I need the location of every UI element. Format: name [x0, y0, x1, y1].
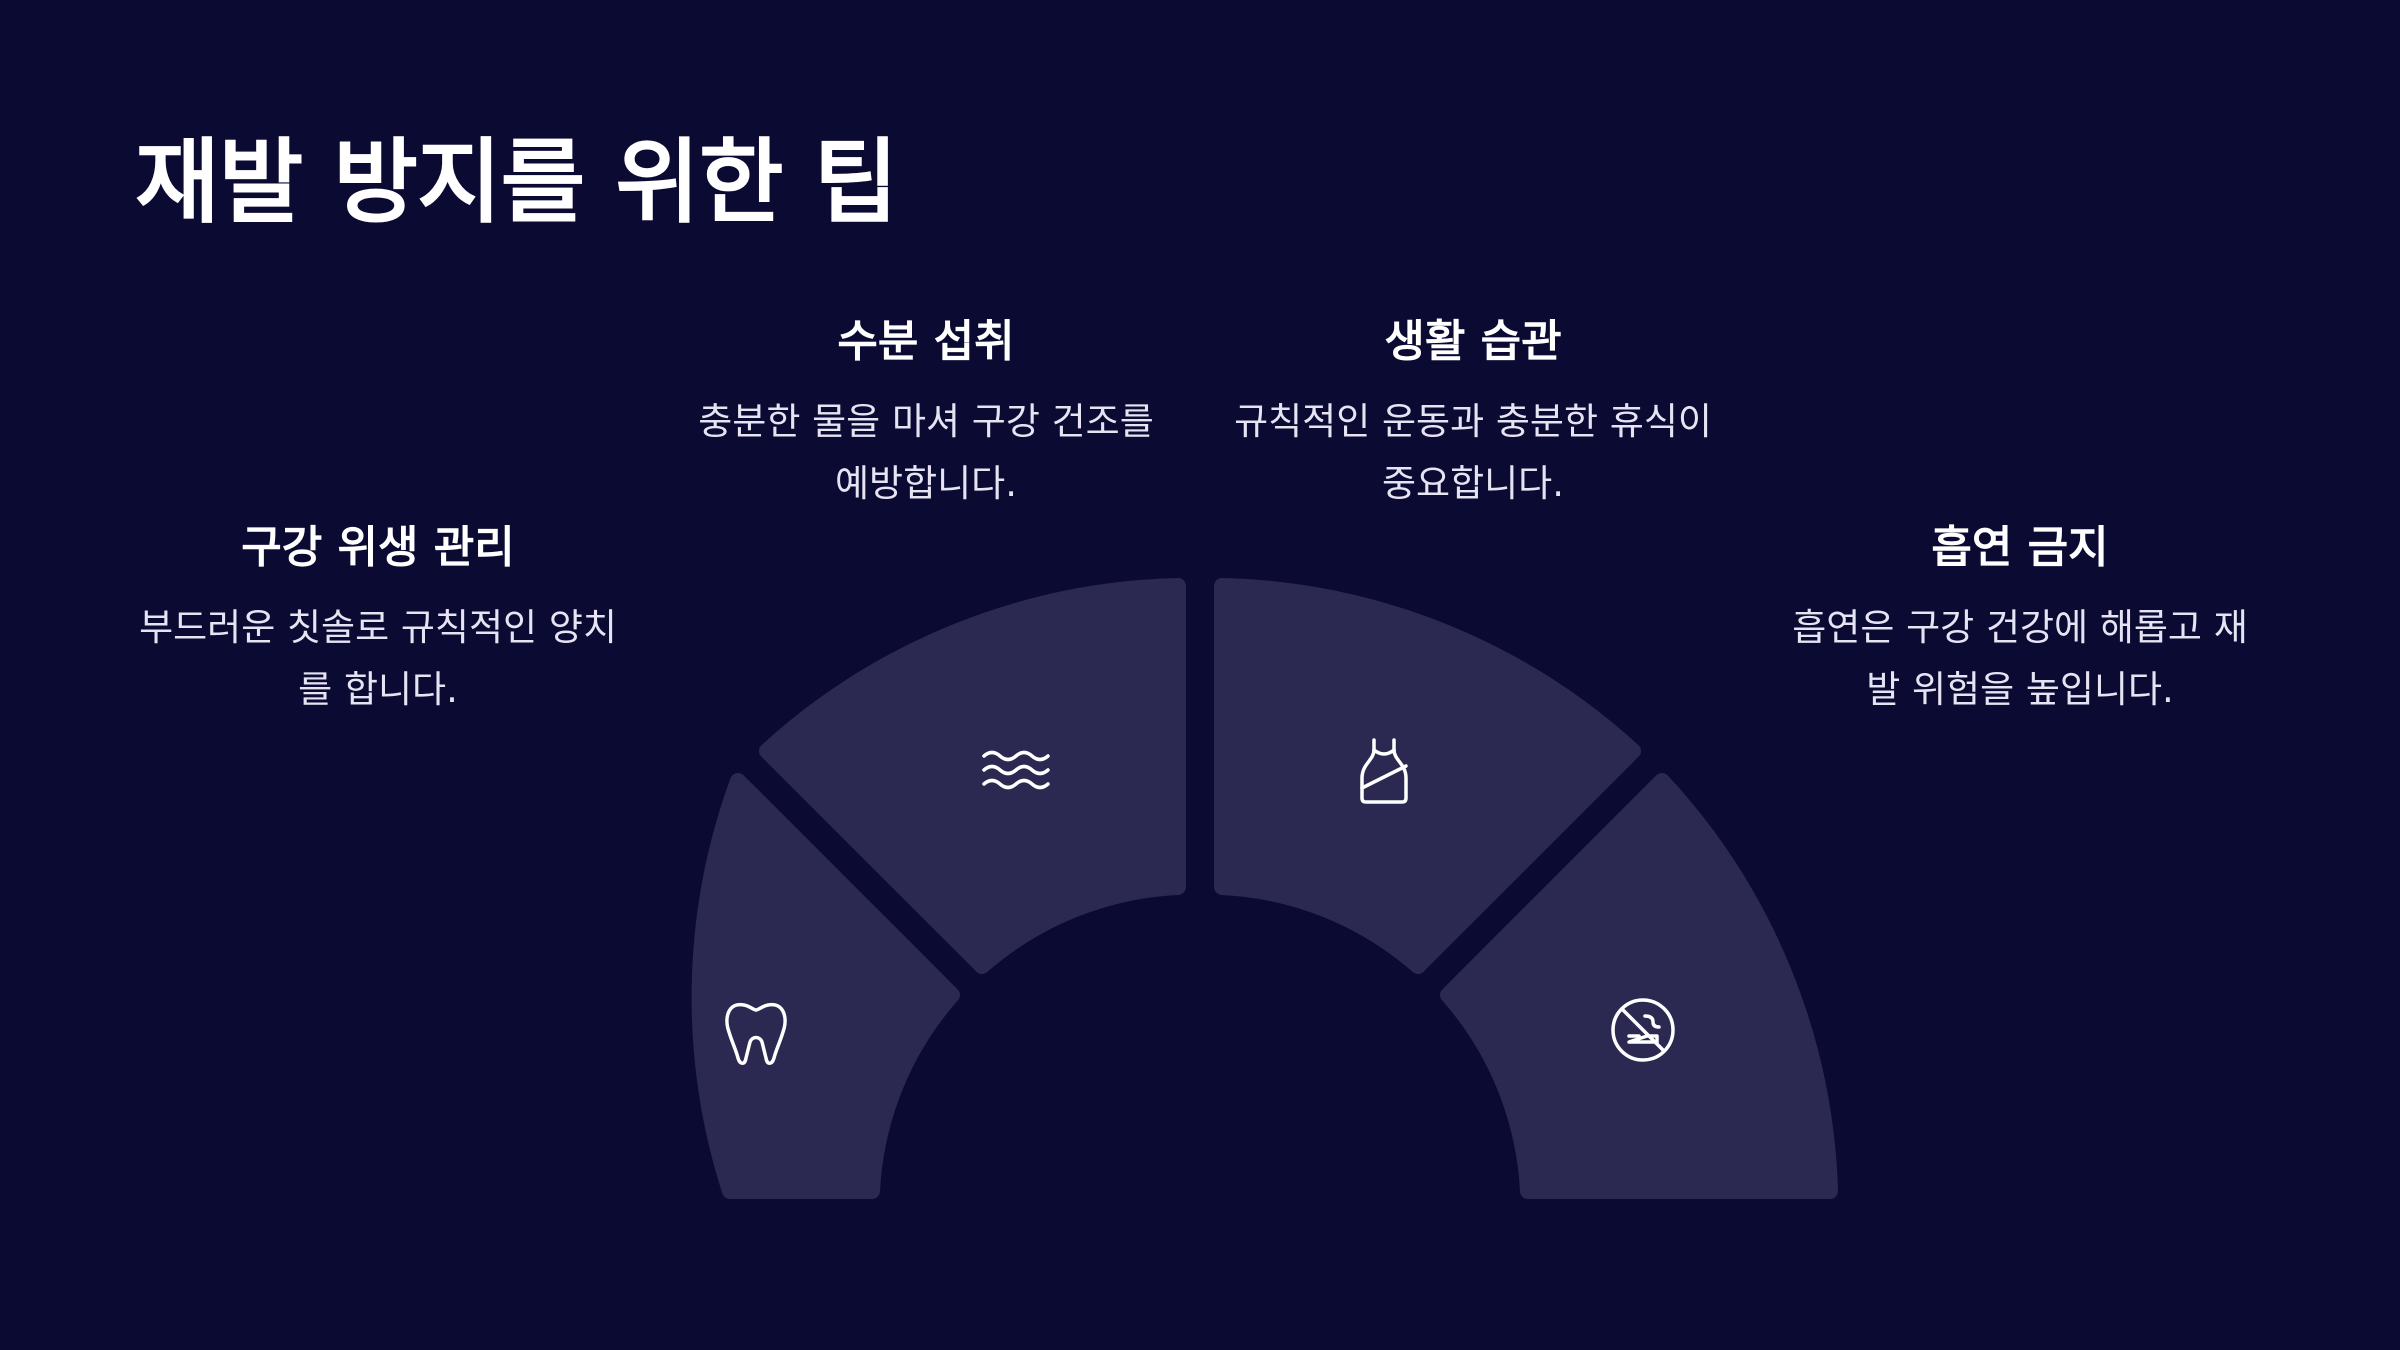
no-smoking-icon: [1611, 998, 1675, 1062]
tank-top-icon: [1360, 738, 1408, 804]
tip-description-line: 중요합니다.: [1382, 461, 1564, 505]
tip-description-line: 규칙적인 운동과 충분한 휴식이: [1234, 399, 1712, 443]
segment-no-smoking: [1440, 773, 1838, 1199]
tip-description-line: 를 합니다.: [298, 667, 458, 711]
tip-title: 흡연 금지: [1931, 522, 2109, 573]
tip-description-line: 부드러운 칫솔로 규칙적인 양치: [139, 605, 617, 649]
tip-description-line: 충분한 물을 마셔 구강 건조를: [698, 399, 1154, 443]
tip-description-line: 예방합니다.: [835, 461, 1017, 505]
segment-hydration: [759, 578, 1186, 974]
water-waves-icon: [982, 750, 1050, 790]
tip-description-line: 흡연은 구강 건강에 해롭고 재: [1792, 605, 2248, 649]
page-title: 재발 방지를 위한 팁: [135, 129, 898, 236]
tip-description-line: 발 위험을 높입니다.: [1866, 667, 2174, 711]
tip-title: 생활 습관: [1384, 316, 1562, 367]
tip-title: 수분 섭취: [837, 316, 1015, 367]
segment-lifestyle: [1214, 578, 1641, 974]
tooth-icon: [725, 1002, 787, 1065]
segment-oral-hygiene: [691, 773, 960, 1199]
tip-title: 구강 위생 관리: [241, 522, 515, 573]
